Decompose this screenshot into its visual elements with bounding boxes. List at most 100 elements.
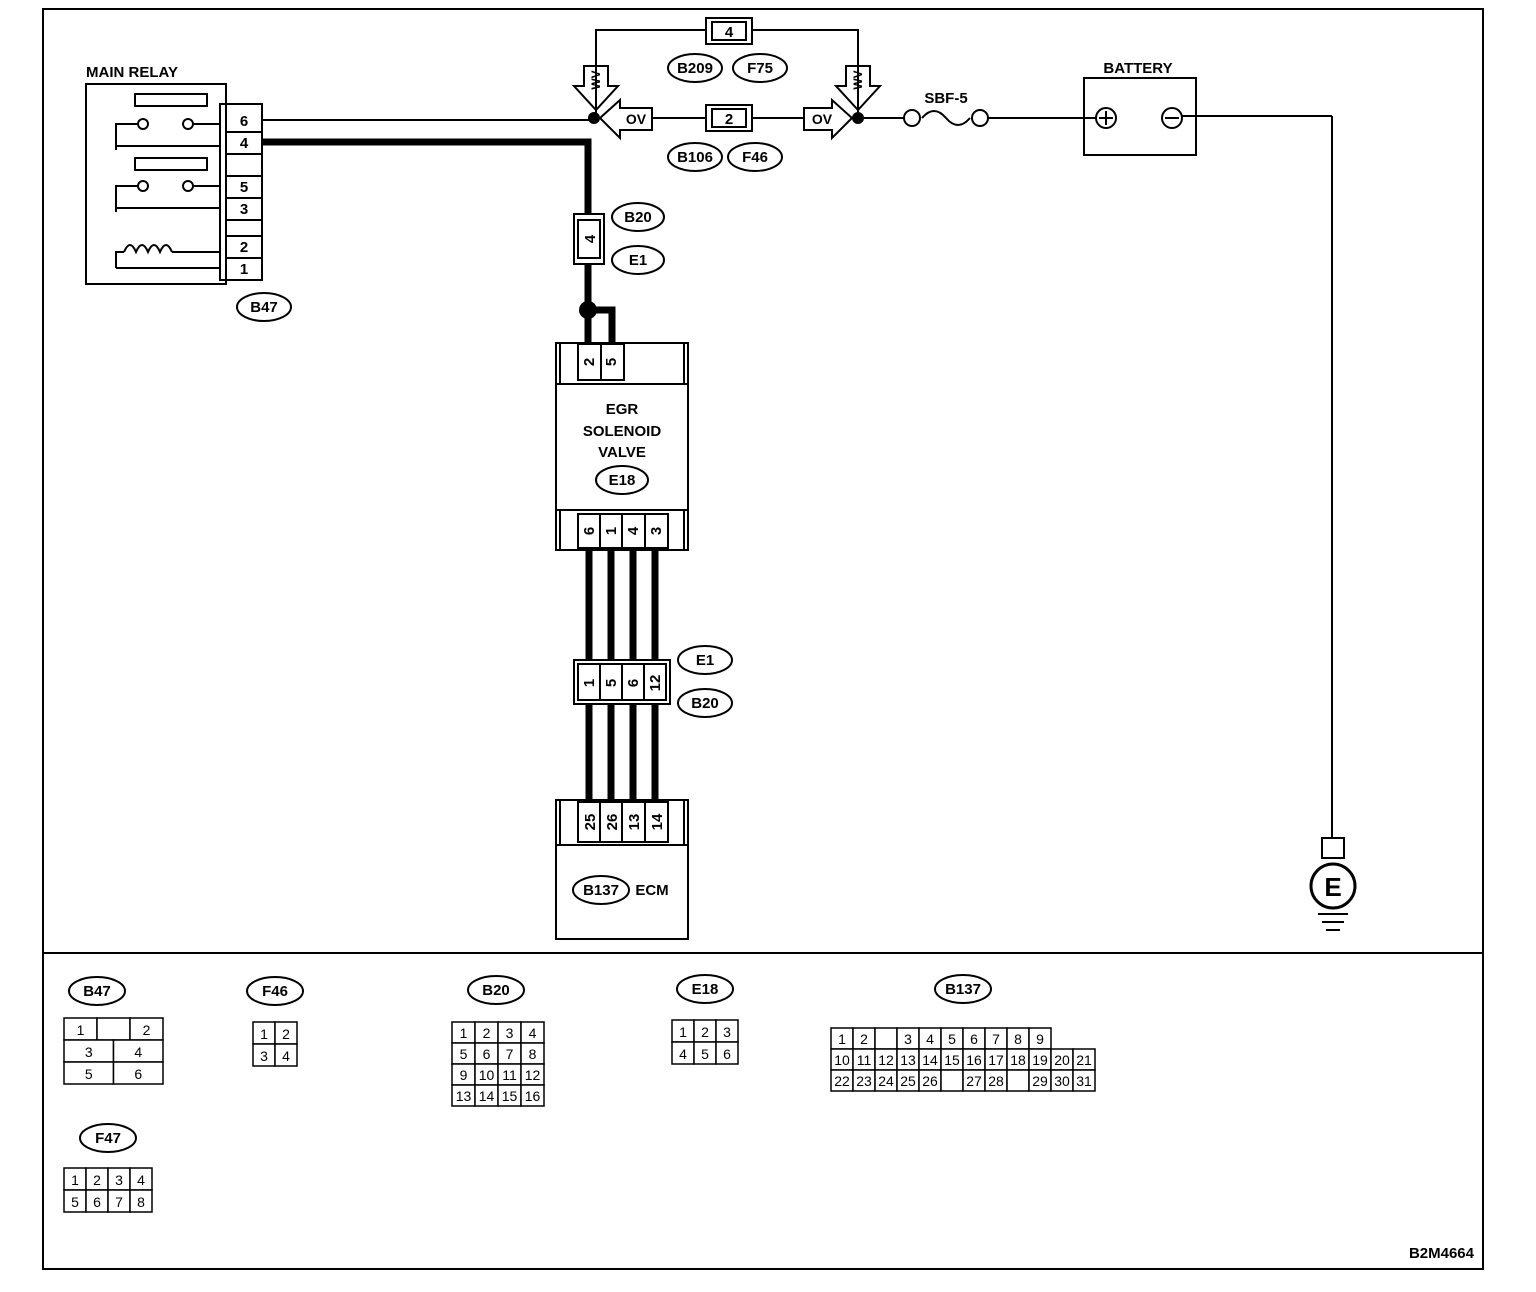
connector-pin: 7	[992, 1031, 1000, 1047]
inline2-pin-12: 12	[647, 675, 664, 692]
relay-pin-6: 6	[240, 113, 248, 130]
connector-pin: 3	[85, 1044, 93, 1060]
connector-pin: 21	[1076, 1052, 1092, 1068]
inline2-tag-e1: E1	[696, 652, 714, 669]
connector-pin: 2	[483, 1025, 491, 1041]
connector-pin: 8	[1014, 1031, 1022, 1047]
connector-pin: 4	[137, 1172, 145, 1188]
connector-pin: 20	[1054, 1052, 1070, 1068]
egr-bottom-pin-3: 3	[648, 527, 665, 535]
connector-pin: 1	[460, 1025, 468, 1041]
ecm-label: ECM	[635, 882, 668, 899]
connector-pin: 19	[1032, 1052, 1048, 1068]
connector-pin: 13	[900, 1052, 916, 1068]
ecm-pin-26: 26	[604, 814, 621, 831]
connector-pin: 12	[878, 1052, 894, 1068]
inline1-pin: 4	[582, 234, 599, 243]
relay-pin-4: 4	[240, 135, 249, 152]
ov-arrow-right: OV	[812, 111, 833, 127]
top-lower-pin: 2	[725, 111, 733, 128]
connector-pin: 10	[834, 1052, 850, 1068]
ecm-pin-25: 25	[582, 814, 599, 831]
connector-pin: 4	[679, 1046, 687, 1062]
connector-pin: 7	[506, 1046, 514, 1062]
connector-pin: 14	[922, 1052, 938, 1068]
connector-pin: 4	[926, 1031, 934, 1047]
connector-view-title: F47	[95, 1130, 121, 1147]
connector-view-title: B137	[945, 981, 981, 998]
connector-pin: 30	[1054, 1073, 1070, 1089]
connector-pin: 1	[838, 1031, 846, 1047]
wv-arrow-right: WV	[851, 70, 865, 89]
connector-pin: 5	[701, 1046, 709, 1062]
connector-pin: 2	[701, 1024, 709, 1040]
connector-pin: 6	[723, 1046, 731, 1062]
relay-pin-3: 3	[240, 201, 248, 218]
connector-pin: 18	[1010, 1052, 1026, 1068]
connector-tag-b47	[236, 292, 292, 322]
egr-title-1: EGR	[606, 401, 639, 418]
fuse-label: SBF-5	[924, 90, 967, 107]
connector-pin: 3	[904, 1031, 912, 1047]
connector-pin: 2	[860, 1031, 868, 1047]
connector-pin: 23	[856, 1073, 872, 1089]
inline2-pin-1: 1	[581, 679, 598, 687]
egr-title-3: VALVE	[598, 444, 646, 461]
egr-connector-tag: E18	[609, 472, 636, 489]
connector-pin: 22	[834, 1073, 850, 1089]
main-relay-title: MAIN RELAY	[86, 64, 178, 81]
connector-pin: 3	[260, 1048, 268, 1064]
connector-pin: 9	[460, 1067, 468, 1083]
connector-pin: 6	[970, 1031, 978, 1047]
connector-pin: 28	[988, 1073, 1004, 1089]
connector-pin: 2	[143, 1022, 151, 1038]
tag-f46: F46	[742, 149, 768, 166]
relay-pin-1: 1	[240, 261, 248, 278]
ground-label: E	[1324, 872, 1341, 902]
connector-pin: 2	[93, 1172, 101, 1188]
connector-pin: 12	[525, 1067, 541, 1083]
connector-pin: 5	[948, 1031, 956, 1047]
connector-pin: 5	[71, 1194, 79, 1210]
connector-pin: 4	[529, 1025, 537, 1041]
inline2-pin-5: 5	[603, 679, 620, 687]
connector-pin: 31	[1076, 1073, 1092, 1089]
connector-pin: 5	[85, 1066, 93, 1082]
connector-pin: 10	[479, 1067, 495, 1083]
inline1-tag-b20: B20	[624, 209, 652, 226]
connector-pin: 11	[502, 1067, 517, 1083]
connector-pin: 1	[71, 1172, 79, 1188]
connector-pin: 6	[483, 1046, 491, 1062]
connector-pin: 26	[922, 1073, 938, 1089]
connector-pin: 11	[857, 1052, 872, 1068]
top-upper-pin: 4	[725, 24, 734, 41]
ov-arrow-left: OV	[626, 111, 647, 127]
connector-pin: 29	[1032, 1073, 1048, 1089]
battery-title: BATTERY	[1103, 60, 1172, 77]
connector-pin: 4	[134, 1044, 142, 1060]
connector-pin: 8	[137, 1194, 145, 1210]
egr-top-pin-5: 5	[603, 358, 620, 366]
connector-pin: 6	[93, 1194, 101, 1210]
connector-pin: 15	[502, 1088, 518, 1104]
connector-pin: 7	[115, 1194, 123, 1210]
connector-pin: 9	[1036, 1031, 1044, 1047]
wv-arrow-left: WV	[589, 70, 603, 89]
tag-b209: B209	[677, 60, 713, 77]
connector-pin: 25	[900, 1073, 916, 1089]
connector-pin: 27	[966, 1073, 982, 1089]
connector-pin: 4	[282, 1048, 290, 1064]
egr-bottom-pin-6: 6	[581, 527, 598, 535]
diagram-frame	[42, 8, 1484, 1270]
connector-pin: 16	[525, 1088, 541, 1104]
connector-pin: 3	[506, 1025, 514, 1041]
connector-pin: 5	[460, 1046, 468, 1062]
connector-pin: 3	[115, 1172, 123, 1188]
connector-view-title: E18	[692, 981, 719, 998]
